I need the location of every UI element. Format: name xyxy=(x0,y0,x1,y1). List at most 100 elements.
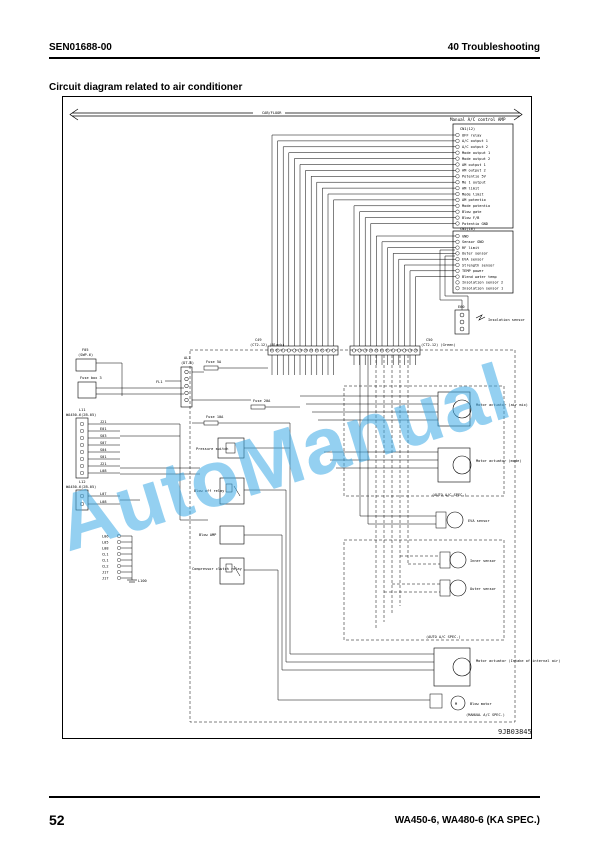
c49-pin xyxy=(331,348,336,353)
eva-sensor-icon xyxy=(446,511,464,529)
cn1-pin-label: A/C output 1 xyxy=(462,139,488,143)
blow-motor-label: Blow motor xyxy=(470,702,492,706)
cn1-pin xyxy=(455,215,460,220)
l11-pin-label: S07 xyxy=(100,441,107,445)
cab-floor-label: CAB/FLOOR xyxy=(262,111,282,115)
model-label: WA450-6, WA480-6 (KA SPEC.) xyxy=(394,815,540,826)
l11-pin-label: S01 xyxy=(100,455,107,459)
cab-harness-frame xyxy=(189,349,516,723)
l11-sublabel: WA450-6(2B-05) xyxy=(66,413,96,417)
cn2-pin-label: TEMP power xyxy=(462,269,484,273)
c49-pin xyxy=(326,348,330,353)
l11-pin xyxy=(79,422,84,427)
cn2-pin xyxy=(455,245,460,250)
cn1-pin-label: AM potentio xyxy=(462,198,486,202)
ground-pin-label: L08 xyxy=(102,546,109,550)
cn1-pin-label: Blow F/B xyxy=(462,216,479,220)
actuator-mode-label: Motor actuator (mode) xyxy=(476,459,521,463)
inner-sensor-icon xyxy=(449,551,467,569)
ground-pin-label: CL1 xyxy=(102,552,109,556)
e60-connector xyxy=(454,309,470,335)
actuator-air-mix-icon xyxy=(452,399,472,419)
c50-pin xyxy=(396,348,401,353)
cn2-pin-label: EVA sensor xyxy=(462,258,484,262)
c49-pin xyxy=(298,348,302,353)
cn1-pin-label: Mo 1 output xyxy=(462,181,486,185)
cn2-pin-label: Insolation sensor 1 xyxy=(462,287,503,291)
cn1-pin xyxy=(455,144,460,149)
c50-pin xyxy=(363,348,368,353)
ground-pin xyxy=(117,540,121,544)
c50-pin xyxy=(391,348,396,353)
cn1-pin xyxy=(455,150,460,155)
cn1-pin-label: AM output 2 xyxy=(462,169,486,173)
cn2-pin-label: RF limit xyxy=(462,246,479,250)
l12-label: L12 xyxy=(79,480,86,484)
cn1-pin xyxy=(455,209,460,214)
l11-pin xyxy=(79,450,84,455)
ground-label: L100 xyxy=(138,579,147,583)
cn1-pin-label: Mode output 2 xyxy=(462,157,490,161)
blow-amp xyxy=(219,525,245,545)
cn1-pin xyxy=(455,156,460,161)
f05-sublabel: (SWP-6) xyxy=(78,353,93,357)
c50-pin xyxy=(357,348,362,353)
fuse-5a-label: Fuse 5A xyxy=(206,360,222,364)
ground-pin-label: J17 xyxy=(102,570,109,574)
cn1-pin xyxy=(455,197,460,202)
l12-sublabel: WA450-6(2B-05) xyxy=(66,485,96,489)
ground-pin-label: L06 xyxy=(102,534,109,538)
l12-pin xyxy=(79,502,84,507)
cn2-pin xyxy=(455,233,460,238)
auto-spec-2-label: (AUTO A/C SPEC.) xyxy=(426,635,461,639)
ground-pin xyxy=(117,534,121,538)
f05-label: F05 xyxy=(82,348,89,352)
l11-pin xyxy=(79,436,84,441)
l11-connector xyxy=(75,417,89,479)
cn1-pin-label: Potentio 5V xyxy=(462,175,487,179)
c50-sublabel: (CT2-12) (Green) xyxy=(421,343,456,347)
cn1-pin-label: OFF relay xyxy=(462,133,482,137)
l11-pin xyxy=(79,443,84,448)
l11-label: L11 xyxy=(79,408,86,412)
cn2-pin-label: Blend water temp xyxy=(462,275,497,279)
cn2-pin xyxy=(455,251,460,256)
cn1-pin xyxy=(455,162,460,167)
ground-pin xyxy=(117,552,121,556)
cn2-label: CN2(16) xyxy=(460,227,475,231)
l12-pin xyxy=(79,494,84,499)
diagram-frame xyxy=(62,96,532,739)
fuse-5a xyxy=(203,365,219,371)
cn1-pin-label: Blow gate xyxy=(462,210,481,214)
c50-pin xyxy=(352,348,356,353)
cn2-pin-label: Sensor GND xyxy=(462,240,484,244)
blow-motor-icon xyxy=(450,695,466,711)
blow-off-relay-label: Blow off relay xyxy=(194,489,225,493)
l11-pin-label: J21 xyxy=(100,420,107,424)
cn2-pin xyxy=(455,239,460,244)
cn1-pin xyxy=(455,168,460,173)
al1-label: AL1 xyxy=(184,356,191,360)
compressor-relay xyxy=(219,557,245,585)
cn1-pin-label: Mode output 1 xyxy=(462,151,490,155)
ground-pin-label: J17 xyxy=(102,576,109,580)
cn1-pin xyxy=(455,191,460,196)
fuse-10a-label: Fuse 10A xyxy=(206,415,224,419)
cn2-pin xyxy=(455,257,460,262)
cn2-pin-label: Strength sensor xyxy=(462,263,495,267)
c49-label: C49 xyxy=(255,338,262,342)
l11-pin xyxy=(79,429,84,434)
auto-spec-1-label: (AUTO A/C SPEC.) xyxy=(432,493,467,497)
cn1-pin-label: A/C output 2 xyxy=(462,145,488,149)
wire-harness xyxy=(271,134,469,375)
controller-cn2-box xyxy=(452,230,514,294)
cn2-pin-label: Outer sensor xyxy=(462,252,489,256)
cn1-pin xyxy=(455,138,460,143)
l11-pin xyxy=(79,457,84,462)
c50-pin xyxy=(413,348,418,353)
actuator-air-mix-label: Motor actuator (air mix) xyxy=(476,403,528,407)
